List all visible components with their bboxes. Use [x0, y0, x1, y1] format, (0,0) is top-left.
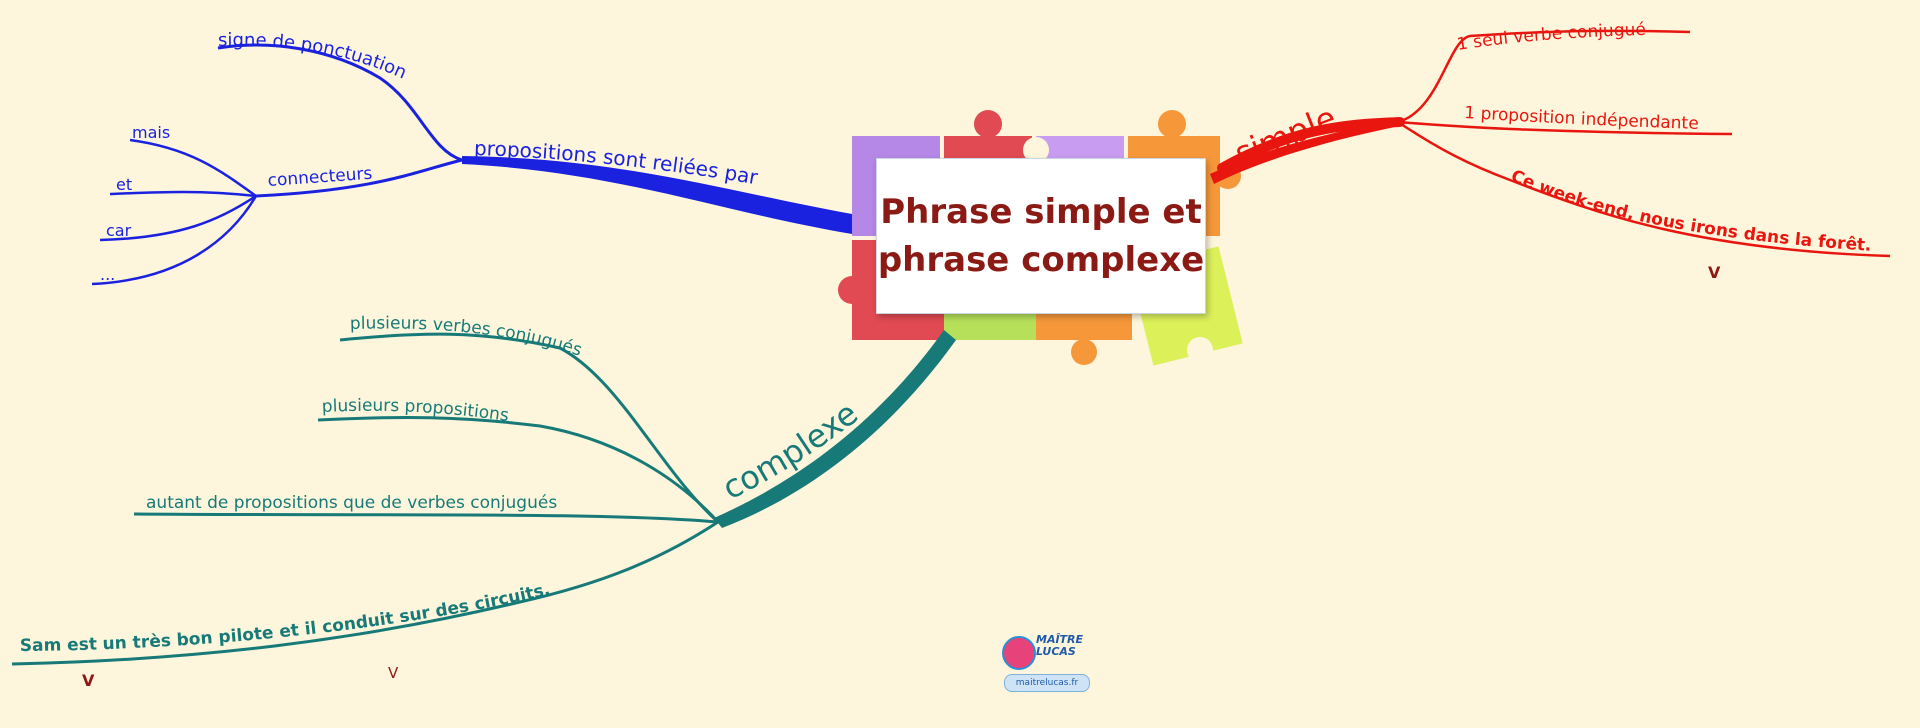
simple-verb-marker: V — [1708, 263, 1721, 282]
complexe-verb-marker-1: V — [82, 671, 95, 690]
complexe-verb-marker-2: V — [388, 664, 399, 682]
connecteur-etc: ... — [100, 265, 115, 284]
complexe-item-propositions: plusieurs propositions — [321, 396, 510, 426]
simple-branch-label: simple — [1230, 98, 1341, 172]
simple-example: Ce week-end, nous irons dans la forêt. — [1508, 166, 1872, 256]
ponctuation-label: signe de ponctuation — [218, 30, 410, 84]
central-topic: Phrase simple et phrase complexe — [876, 158, 1206, 314]
connecteur-car: car — [106, 221, 132, 240]
title-line-2: phrase complexe — [877, 240, 1205, 280]
reliees-branch: propositions sont reliées par signe de p… — [91, 30, 852, 286]
logo-name: MAÎTRE LUCAS — [1036, 634, 1083, 658]
simple-item-verb: 1 seul verbe conjugué — [1456, 20, 1646, 55]
maitre-lucas-logo: MAÎTRE LUCAS maitrelucas.fr — [1000, 632, 1090, 694]
logo-name-line-2: LUCAS — [1036, 645, 1076, 658]
complexe-branch: complexe plusieurs verbes conjugués plus… — [11, 313, 956, 690]
connecteur-mais: mais — [132, 123, 170, 142]
complexe-item-autant: autant de propositions que de verbes con… — [146, 493, 557, 513]
logo-url: maitrelucas.fr — [1004, 674, 1090, 692]
logo-badge-icon — [1002, 636, 1036, 670]
logo-name-line-1: MAÎTRE — [1036, 633, 1084, 646]
simple-branch: simple 1 seul verbe conjugué 1 propositi… — [1210, 20, 1891, 282]
title-line-1: Phrase simple et — [880, 192, 1202, 232]
connecteur-et: et — [116, 175, 132, 194]
